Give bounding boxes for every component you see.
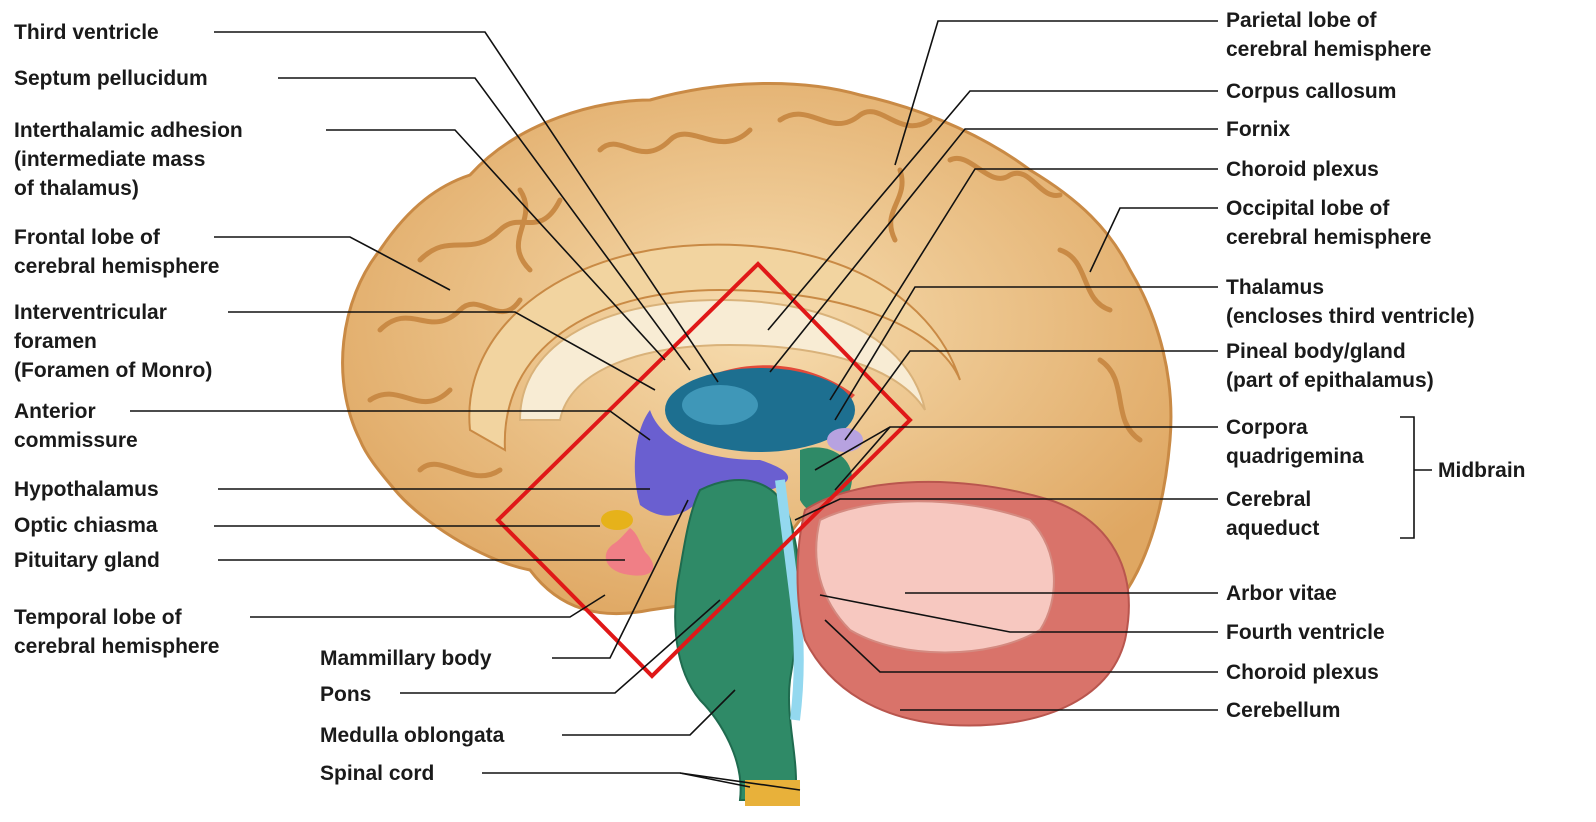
label-optic-chiasma: Optic chiasma — [14, 511, 158, 540]
label-medulla-oblongata: Medulla oblongata — [320, 721, 504, 750]
label-septum-pellucidum: Septum pellucidum — [14, 64, 208, 93]
label-corpus-callosum: Corpus callosum — [1226, 77, 1396, 106]
arbor-vitae-shape — [816, 501, 1054, 652]
interthalamic-adhesion-shape — [682, 385, 758, 425]
label-cerebellum: Cerebellum — [1226, 696, 1340, 725]
label-fornix: Fornix — [1226, 115, 1290, 144]
label-thalamus: Thalamus(encloses third ventricle) — [1226, 273, 1475, 331]
label-arbor-vitae: Arbor vitae — [1226, 579, 1337, 608]
label-choroid-plexus-upper: Choroid plexus — [1226, 155, 1379, 184]
label-interthalamic-adhesion: Interthalamic adhesion(intermediate mass… — [14, 116, 243, 203]
label-fourth-ventricle: Fourth ventricle — [1226, 618, 1385, 647]
optic-chiasma-shape — [601, 510, 633, 530]
brainstem — [675, 480, 799, 800]
label-pons: Pons — [320, 680, 371, 709]
label-mammillary-body: Mammillary body — [320, 644, 492, 673]
label-hypothalamus: Hypothalamus — [14, 475, 159, 504]
label-spinal-cord: Spinal cord — [320, 759, 434, 788]
label-pituitary-gland: Pituitary gland — [14, 546, 160, 575]
label-midbrain: Midbrain — [1438, 456, 1526, 485]
label-pineal-body: Pineal body/gland(part of epithalamus) — [1226, 337, 1434, 395]
label-choroid-plexus-lower: Choroid plexus — [1226, 658, 1379, 687]
label-third-ventricle: Third ventricle — [14, 18, 159, 47]
